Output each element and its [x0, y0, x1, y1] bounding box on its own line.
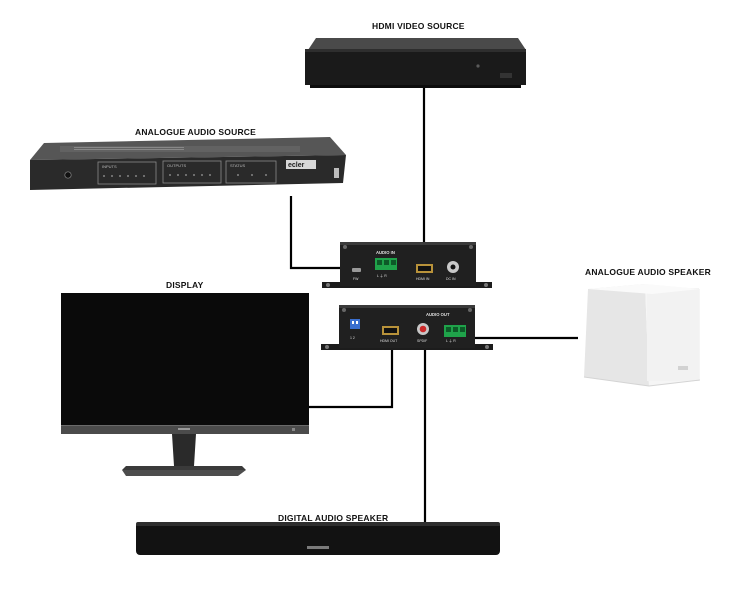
extractor-switch-text: 1 2 — [350, 336, 355, 340]
extractor-hdmi-in-text: HDMI IN — [416, 277, 430, 281]
cable-extractor-to-display — [308, 336, 394, 409]
rack-brand-text: ecler — [288, 162, 305, 169]
extractor-audio-out-text: AUDIO OUT — [426, 312, 450, 317]
label-analogue-audio-speaker: ANALOGUE AUDIO SPEAKER — [585, 267, 711, 277]
rack-outputs-text: OUTPUTS — [167, 163, 186, 168]
audio-extractor-input-unit: AUDIO IN FW L ⏚ R HDMI IN DC IN — [322, 242, 492, 288]
extractor-top-terminal-text: L ⏚ R — [377, 273, 387, 278]
label-display: DISPLAY — [166, 280, 204, 290]
cables — [289, 88, 578, 523]
label-analogue-audio-source: ANALOGUE AUDIO SOURCE — [135, 127, 257, 137]
label-digital-audio-speaker: DIGITAL AUDIO SPEAKER — [278, 513, 389, 523]
hdmi-video-source-device — [305, 38, 526, 88]
digital-audio-speaker-device — [136, 522, 500, 555]
extractor-audio-in-text: AUDIO IN — [376, 250, 395, 255]
extractor-hdmi-out-text: HDMI OUT — [380, 339, 398, 343]
extractor-bottom-terminal-text: L ⏚ R — [446, 338, 456, 343]
rack-status-text: STATUS — [230, 163, 246, 168]
cable-analogue-source-to-extractor — [289, 196, 352, 270]
audio-extractor-output-unit: AUDIO OUT 1 2 HDMI OUT SPDIF L ⏚ R — [321, 305, 493, 350]
extractor-fw-text: FW — [353, 277, 359, 281]
extractor-dc-in-text: DC IN — [446, 277, 456, 281]
rack-inputs-text: INPUTS — [102, 164, 117, 169]
analogue-audio-speaker-device — [583, 284, 701, 387]
display-device — [61, 293, 309, 476]
analogue-audio-source-device: ecler INPUTS OUTPUTS STATUS — [30, 137, 346, 190]
label-hdmi-video-source: HDMI VIDEO SOURCE — [372, 21, 465, 31]
extractor-spdif-text: SPDIF — [417, 339, 427, 343]
